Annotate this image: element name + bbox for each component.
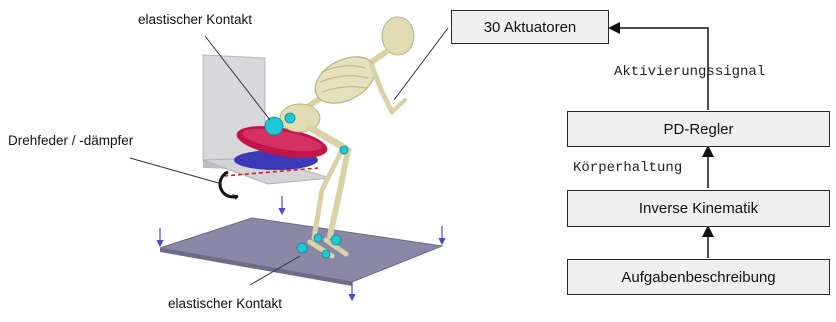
label-contact-bottom: elastischer Kontakt: [168, 296, 282, 311]
signal-label: Aktivierungssignal: [614, 64, 765, 80]
label-contact-top: elastischer Kontakt: [138, 12, 252, 27]
label-spring: Drehfeder / -dämpfer: [8, 133, 133, 148]
pd-controller-box: PD-Regler: [567, 111, 830, 147]
spring-icon: [220, 172, 238, 197]
task-description-box: Aufgabenbeschreibung: [567, 259, 830, 295]
inverse-kinematics-box: Inverse Kinematik: [567, 190, 830, 227]
posture-label: Körperhaltung: [573, 160, 682, 176]
actuators-box: 30 Aktuatoren: [451, 10, 609, 44]
